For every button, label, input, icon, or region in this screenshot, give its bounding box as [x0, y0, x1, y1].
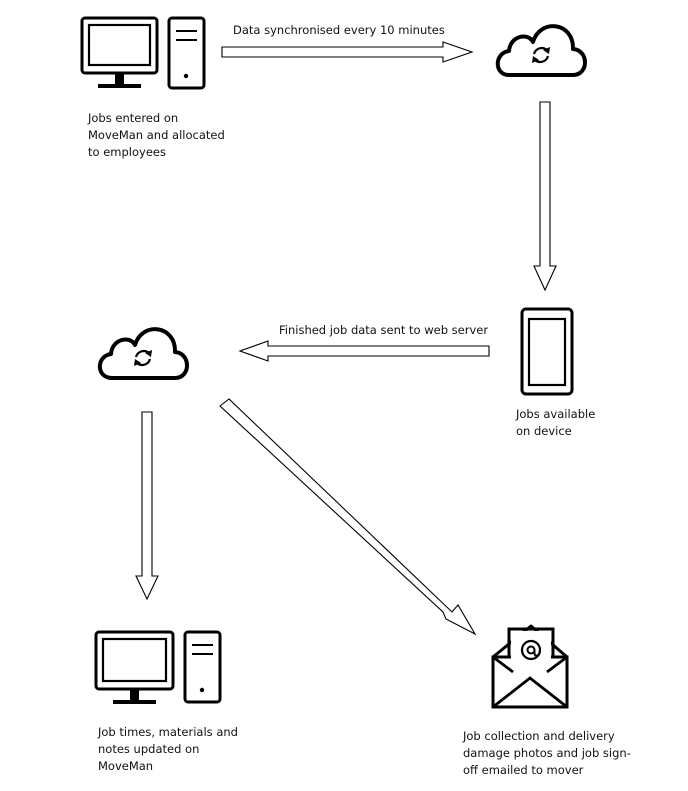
arrow-left-finished	[238, 340, 490, 362]
email-envelope-icon	[491, 624, 569, 709]
cloud-sync-icon	[495, 24, 587, 77]
caption-jobs-on-device: Jobs available on device	[516, 407, 596, 438]
arrow-diagonal-to-email	[219, 398, 477, 636]
arrow-down-to-computer	[135, 411, 159, 601]
sync-label: Data synchronised every 10 minutes	[233, 23, 445, 37]
cloud-sync-icon	[97, 327, 189, 380]
caption-jobs-entered: Jobs entered on MoveMan and allocated to…	[88, 111, 225, 159]
desktop-computer-icon	[80, 16, 206, 90]
caption-email-to-mover: Job collection and delivery damage photo…	[463, 729, 631, 777]
caption-job-times: Job times, materials and notes updated o…	[98, 725, 238, 773]
mobile-phone-icon	[520, 307, 574, 396]
arrow-down-to-phone	[533, 101, 557, 292]
desktop-computer-icon	[94, 630, 222, 704]
finished-job-label: Finished job data sent to web server	[279, 323, 489, 337]
arrow-right-sync	[221, 41, 474, 63]
